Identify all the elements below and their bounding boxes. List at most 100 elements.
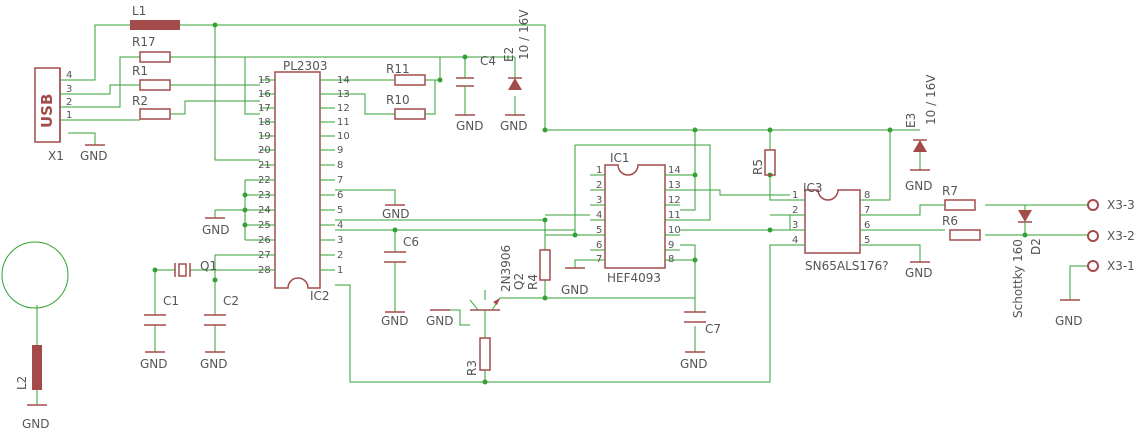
c6-label: C6 xyxy=(403,235,419,249)
ic2-label: IC2 xyxy=(310,289,330,303)
svg-text:24: 24 xyxy=(258,205,271,216)
gnd-symbols: GND GND GND GND GND GND GND GND GND GND … xyxy=(22,114,1083,431)
svg-text:5: 5 xyxy=(864,235,870,246)
resistor-r10 xyxy=(394,108,426,120)
svg-text:2: 2 xyxy=(337,250,343,261)
svg-text:26: 26 xyxy=(258,235,271,246)
resistor-r1 xyxy=(139,79,171,91)
svg-text:6: 6 xyxy=(864,220,870,231)
svg-text:17: 17 xyxy=(258,103,271,114)
l2-label: L2 xyxy=(15,376,29,390)
ic1-label: IC1 xyxy=(610,151,630,165)
svg-text:23: 23 xyxy=(258,190,271,201)
svg-text:6: 6 xyxy=(337,190,343,201)
svg-text:GND: GND xyxy=(500,119,528,133)
wires xyxy=(36,24,1090,405)
svg-text:GND: GND xyxy=(381,314,409,328)
c1-label: C1 xyxy=(163,294,179,308)
svg-text:4: 4 xyxy=(792,235,798,246)
x3-1-label: X3-1 xyxy=(1107,259,1135,273)
resistor-r3 xyxy=(479,337,491,371)
x1-label: X1 xyxy=(48,149,64,163)
resistor-r17 xyxy=(139,51,171,63)
e3-label: E3 xyxy=(904,113,918,128)
e2-voltage: 10 / 16V xyxy=(517,9,531,60)
e2-label: E2 xyxy=(502,47,516,62)
diode-e2 xyxy=(508,72,522,90)
svg-text:GND: GND xyxy=(202,223,230,237)
ic3-label: IC3 xyxy=(803,181,823,195)
svg-text:GND: GND xyxy=(426,314,454,328)
r4-label: R4 xyxy=(526,274,540,290)
usb-label: USB xyxy=(38,94,56,128)
terminal-x3-1 xyxy=(1087,260,1099,272)
svg-text:9: 9 xyxy=(668,240,674,251)
svg-text:8: 8 xyxy=(337,160,343,171)
diode-e3 xyxy=(913,139,927,152)
svg-text:7: 7 xyxy=(337,175,343,186)
svg-text:14: 14 xyxy=(337,75,350,86)
ic1-hef4093: IC1 HEF4093 1 2 3 4 5 6 7 14 13 12 11 10… xyxy=(590,151,681,285)
svg-text:GND: GND xyxy=(382,207,410,221)
ic3-type: SN65ALS176? xyxy=(805,259,889,273)
ic3-left-pins: 1 2 3 4 xyxy=(792,190,798,246)
ic1-right-pins: 14 13 12 11 10 9 8 xyxy=(668,165,681,265)
svg-text:GND: GND xyxy=(561,283,589,297)
svg-text:15: 15 xyxy=(258,75,271,86)
ic2-type: PL2303 xyxy=(283,59,327,73)
svg-text:GND: GND xyxy=(456,119,484,133)
ic2-right-pins: 14 13 12 11 10 9 8 7 6 5 4 3 2 1 xyxy=(337,75,350,276)
r5-label: R5 xyxy=(751,159,765,175)
diode-d2 xyxy=(1018,210,1032,235)
svg-text:13: 13 xyxy=(668,180,681,191)
svg-text:14: 14 xyxy=(668,165,681,176)
resistor-r11 xyxy=(394,74,426,86)
x3-3-label: X3-3 xyxy=(1107,198,1135,212)
c2-label: C2 xyxy=(223,294,239,308)
resistor-r7 xyxy=(944,199,976,211)
inductor-l1 xyxy=(130,20,180,30)
antenna-loop xyxy=(1,241,69,309)
svg-text:28: 28 xyxy=(258,265,271,276)
svg-text:2: 2 xyxy=(792,205,798,216)
svg-text:13: 13 xyxy=(337,89,350,100)
svg-text:8: 8 xyxy=(864,190,870,201)
d2-label: D2 xyxy=(1029,238,1043,255)
svg-text:18: 18 xyxy=(258,117,271,128)
svg-text:GND: GND xyxy=(200,357,228,371)
usb-connector-x1: USB 4 3 2 1 X1 xyxy=(34,67,72,163)
terminal-x3-2 xyxy=(1087,230,1099,242)
capacitor-c4 xyxy=(456,68,474,90)
svg-text:GND: GND xyxy=(905,179,933,193)
c4-label: C4 xyxy=(480,54,496,68)
r3-label: R3 xyxy=(465,360,479,376)
e3-voltage: 10 / 16V xyxy=(924,74,938,125)
svg-text:1: 1 xyxy=(596,165,602,176)
transistor-q2 xyxy=(469,297,501,320)
svg-text:GND: GND xyxy=(22,417,50,431)
svg-text:12: 12 xyxy=(337,103,350,114)
svg-text:19: 19 xyxy=(258,131,271,142)
ic2-pl2303: PL2303 IC2 15 16 17 18 19 20 21 22 23 24… xyxy=(258,59,350,303)
q2-label: Q2 xyxy=(512,273,526,290)
ic2-left-pins: 15 16 17 18 19 20 21 22 23 24 25 26 27 2… xyxy=(258,75,271,276)
resistor-r6 xyxy=(949,229,981,241)
svg-text:11: 11 xyxy=(668,210,681,221)
r10-label: R10 xyxy=(386,93,410,107)
svg-text:GND: GND xyxy=(905,266,933,280)
svg-text:10: 10 xyxy=(668,225,681,236)
c7-label: C7 xyxy=(705,322,721,336)
svg-text:1: 1 xyxy=(792,190,798,201)
svg-text:GND: GND xyxy=(680,357,708,371)
svg-text:11: 11 xyxy=(337,117,350,128)
svg-text:1: 1 xyxy=(337,265,343,276)
r11-label: R11 xyxy=(386,62,410,76)
capacitor-c2 xyxy=(204,314,226,326)
terminal-x3-3 xyxy=(1087,199,1099,211)
usb-pin-2: 2 xyxy=(66,97,72,108)
svg-text:8: 8 xyxy=(668,254,674,265)
ic1-left-pins: 1 2 3 4 5 6 7 xyxy=(596,165,602,265)
r6-label: R6 xyxy=(942,214,958,228)
usb-pin-3: 3 xyxy=(66,84,72,95)
svg-text:10: 10 xyxy=(337,131,350,142)
